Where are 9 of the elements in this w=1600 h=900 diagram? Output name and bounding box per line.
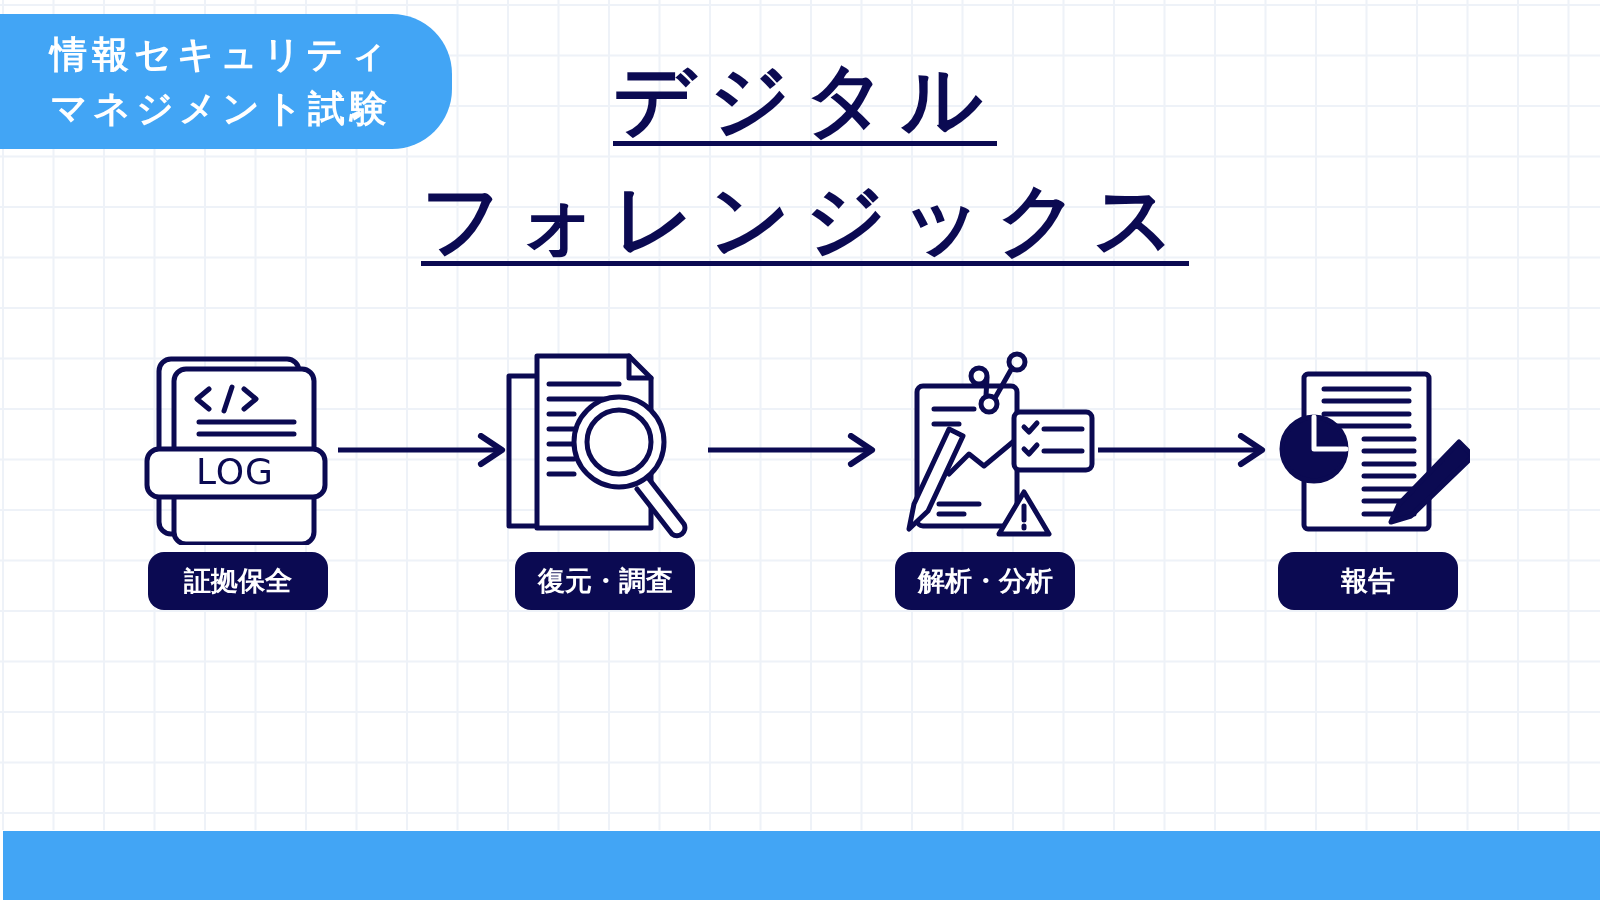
arrow [338,432,506,468]
exam-badge: 情報セキュリティマネジメント試験 [0,14,452,149]
arrow [1098,432,1266,468]
arrow [708,432,876,468]
step-label: 解析・分析 [895,552,1075,610]
step-label: 復元・調査 [515,552,695,610]
step-label: 証拠保全 [147,552,328,610]
icon-text: LOG [195,452,275,492]
step-label: 報告 [1277,552,1458,610]
